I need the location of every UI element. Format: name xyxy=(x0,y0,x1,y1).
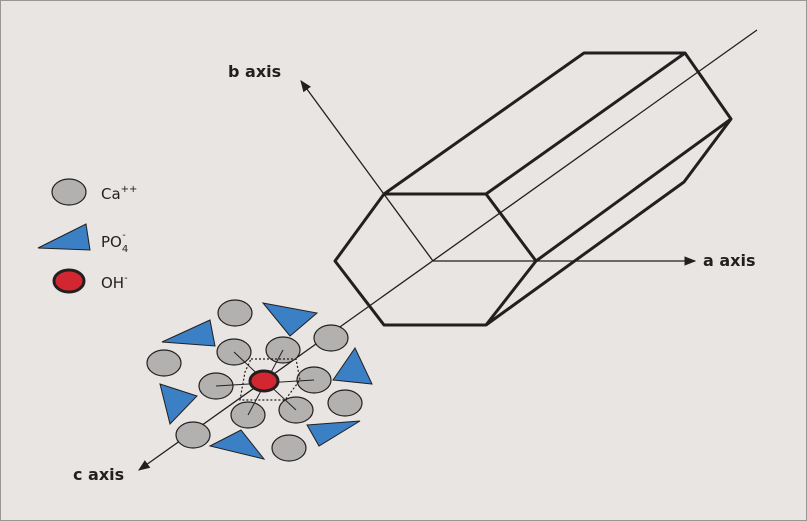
phosphate-ion xyxy=(161,319,216,347)
phosphate-ions xyxy=(159,302,373,460)
svg-text:Ca++: Ca++ xyxy=(101,184,137,203)
legend-hydroxide-charge: - xyxy=(124,273,128,284)
prism-back-edges xyxy=(485,52,733,327)
phosphate-ion xyxy=(159,383,198,425)
c-axis-label: c axis xyxy=(73,465,124,484)
phosphate-ion xyxy=(208,429,266,460)
legend-hydroxide-label: OH xyxy=(101,274,124,292)
a-axis-label: a axis xyxy=(703,251,756,270)
lattice-cross-section xyxy=(146,299,373,462)
calcium-ion xyxy=(313,324,349,352)
svg-text:OH-: OH- xyxy=(101,273,128,292)
legend-calcium-icon xyxy=(51,178,87,206)
calcium-ion xyxy=(146,349,182,377)
calcium-ion xyxy=(175,421,211,449)
prism-mid-edge xyxy=(535,117,732,263)
legend-calcium-charge: ++ xyxy=(121,184,138,195)
phosphate-ion xyxy=(332,347,373,385)
legend-phosphate-subscript: 4 xyxy=(122,244,128,255)
prism-top-edges xyxy=(383,51,687,196)
hydroxide-ion xyxy=(248,369,280,393)
legend-calcium-label: Ca xyxy=(101,185,121,203)
legend: Ca++ PO4- OH- xyxy=(37,178,137,294)
calcium-ion xyxy=(217,299,253,327)
c-axis-line xyxy=(138,29,758,471)
phosphate-ion xyxy=(261,302,319,337)
legend-phosphate-icon xyxy=(37,223,91,251)
b-axis-label: b axis xyxy=(228,62,281,81)
phosphate-ion xyxy=(306,420,361,447)
hexagonal-prism xyxy=(333,51,733,327)
calcium-ions xyxy=(146,299,363,462)
calcium-ion xyxy=(271,434,307,462)
unit-cell-outline xyxy=(239,358,301,401)
legend-phosphate-charge: - xyxy=(122,230,126,241)
b-axis-line xyxy=(300,80,434,262)
legend-phosphate-label: PO xyxy=(101,233,122,251)
legend-hydroxide-icon xyxy=(52,268,86,294)
svg-text:PO4-: PO4 - xyxy=(101,230,128,255)
calcium-ion xyxy=(327,389,363,417)
